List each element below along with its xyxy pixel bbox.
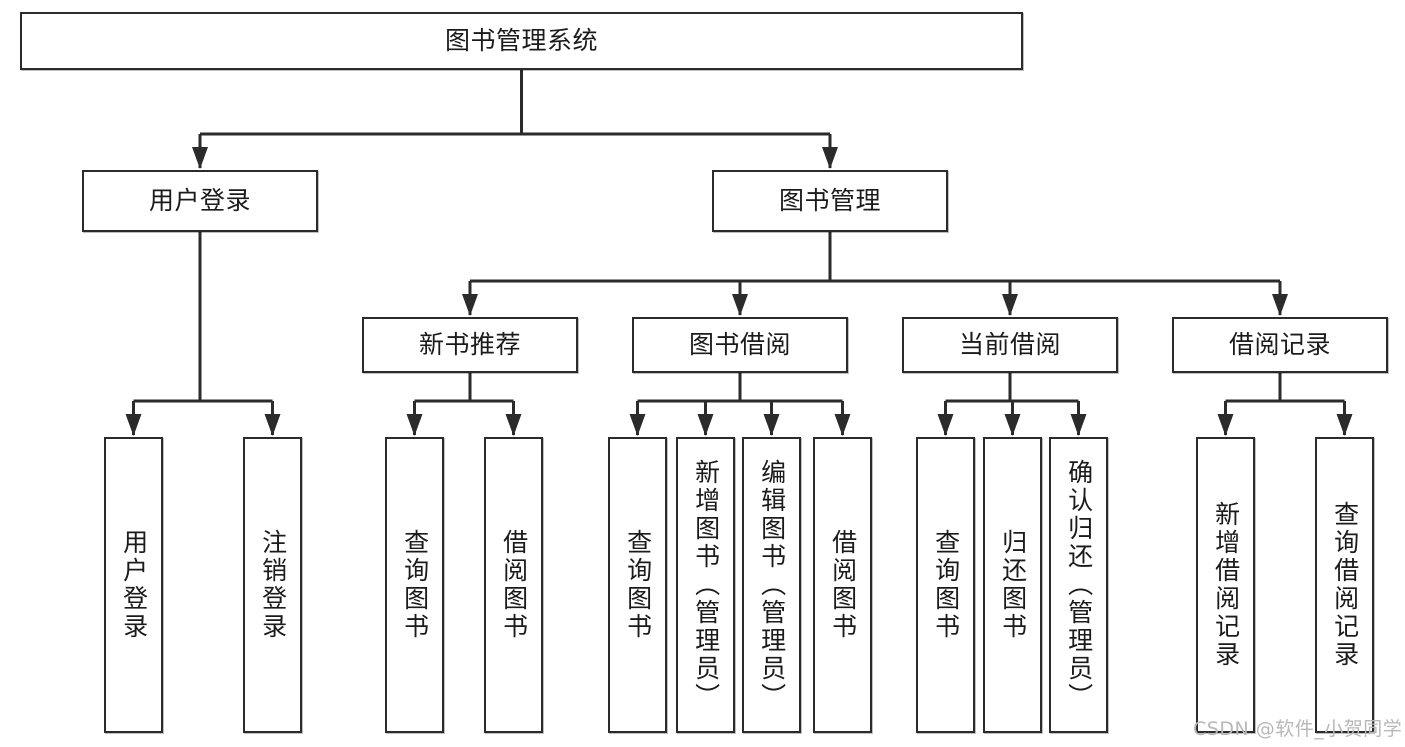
node-leaf-return-book[interactable]: 归还图书 [983,437,1042,733]
arrow-head-icon [732,294,748,316]
arrow-head-icon [1004,414,1021,436]
node-leaf-borrow-book-1[interactable]: 借阅图书 [484,437,543,733]
node-label: 查询图书 [400,529,430,641]
arrow-head-icon [1272,294,1288,316]
node-borrow-record[interactable]: 借阅记录 [1172,317,1388,373]
node-new-book-recommend[interactable]: 新书推荐 [362,317,578,373]
node-leaf-query-book-1[interactable]: 查询图书 [385,437,444,733]
node-label: 用户登录 [148,186,251,216]
node-label: 新书推荐 [418,330,521,360]
arrow-head-icon [264,414,281,436]
arrow-head-icon [763,414,780,436]
arrow-head-icon [1002,294,1018,316]
node-leaf-query-book-2[interactable]: 查询图书 [608,437,667,733]
arrow-head-icon [697,414,714,436]
node-leaf-confirm-return[interactable]: 确认归还（管理员） [1049,437,1108,733]
arrow-head-icon [629,414,646,436]
node-label: 图书管理系统 [444,26,598,56]
node-label: 查询图书 [623,529,653,641]
node-user-login[interactable]: 用户登录 [82,170,318,232]
node-label: 查询图书 [931,529,961,641]
node-leaf-user-login[interactable]: 用户登录 [104,437,163,733]
node-leaf-query-record[interactable]: 查询借阅记录 [1315,437,1374,733]
arrow-head-icon [406,414,423,436]
watermark: CSDN @软件_小贺同学 [1193,718,1403,740]
arrow-head-icon [192,147,208,169]
node-label: 图书借阅 [688,330,791,360]
node-label: 编辑图书（管理员） [757,459,787,711]
node-label: 注销登录 [258,529,288,641]
arrow-head-icon [822,147,838,169]
arrow-head-icon [937,414,954,436]
node-label: 图书管理 [778,186,881,216]
node-label: 新增借阅记录 [1211,501,1241,669]
arrow-head-icon [505,414,522,436]
arrow-head-icon [462,294,478,316]
arrow-head-icon [1336,414,1353,436]
node-leaf-borrow-book-2[interactable]: 借阅图书 [813,437,872,733]
node-label: 用户登录 [119,529,149,641]
node-label: 当前借阅 [958,330,1061,360]
node-leaf-query-book-3[interactable]: 查询图书 [916,437,975,733]
node-label: 归还图书 [998,529,1028,641]
arrow-head-icon [125,414,142,436]
node-label: 借阅图书 [828,529,858,641]
node-label: 确认归还（管理员） [1064,459,1094,711]
node-label: 新增图书（管理员） [691,459,721,711]
arrow-head-icon [834,414,851,436]
arrow-head-icon [1217,414,1234,436]
node-leaf-logout[interactable]: 注销登录 [243,437,302,733]
node-leaf-add-book[interactable]: 新增图书（管理员） [676,437,735,733]
node-leaf-add-record[interactable]: 新增借阅记录 [1196,437,1255,733]
node-label: 查询借阅记录 [1330,501,1360,669]
node-book-borrow[interactable]: 图书借阅 [632,317,848,373]
node-current-borrow[interactable]: 当前借阅 [902,317,1118,373]
arrow-head-icon [1070,414,1087,436]
node-root[interactable]: 图书管理系统 [20,12,1023,70]
node-leaf-edit-book[interactable]: 编辑图书（管理员） [742,437,801,733]
node-book-manage[interactable]: 图书管理 [712,170,948,232]
node-label: 借阅图书 [499,529,529,641]
node-label: 借阅记录 [1228,330,1331,360]
